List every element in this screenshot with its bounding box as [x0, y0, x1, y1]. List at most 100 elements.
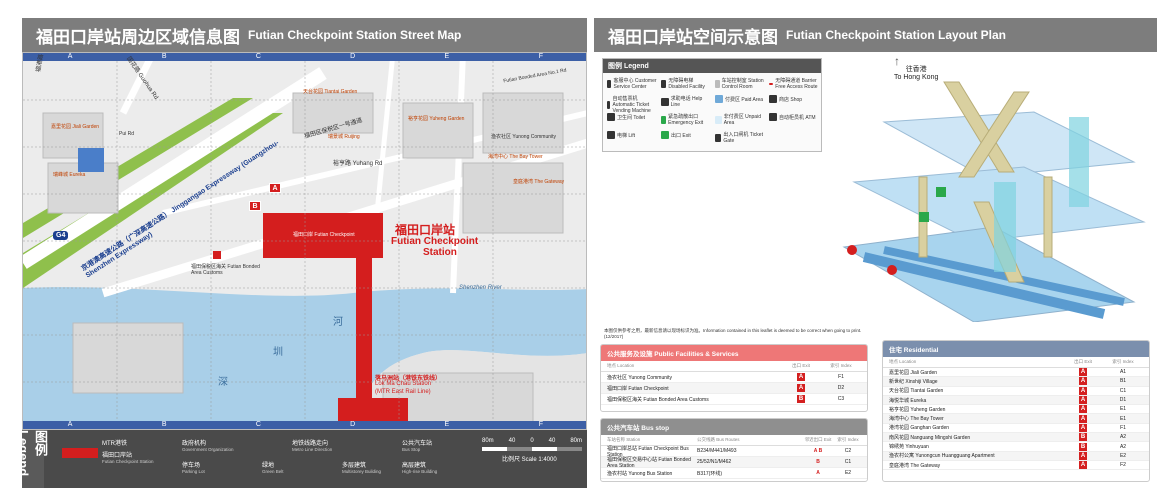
- exit-cell: A: [1063, 377, 1103, 386]
- index-cell: A2: [1119, 434, 1127, 441]
- layout-plan-title-en: Futian Checkpoint Station Layout Plan: [786, 28, 1007, 42]
- exit-badge: A: [1079, 386, 1087, 395]
- residential-name: 渔农村公寓 Yunongcun Huangguang Apartment: [889, 453, 995, 460]
- table-row[interactable]: 渔农社区 Yunong Community A F1: [601, 372, 867, 383]
- exit-cell: A: [1063, 368, 1103, 377]
- table-row[interactable]: 裕亨花园 Yuheng Garden A E1: [883, 405, 1149, 415]
- g4-shield: G4: [53, 231, 69, 240]
- table-row[interactable]: 海悦华城 Eureka A D1: [883, 395, 1149, 406]
- exit-cell: A: [1063, 461, 1103, 470]
- exit-cell: A: [1063, 386, 1103, 395]
- exit-a-badge[interactable]: A: [269, 183, 281, 193]
- exit-badge: A: [1079, 405, 1087, 414]
- legend-item: 无障碍通道 Barrier Free Access Route: [769, 77, 821, 90]
- exit-cell: A: [1063, 414, 1103, 423]
- exit-cell: A: [1063, 405, 1103, 414]
- shenzhen-river-label: Shenzhen River: [459, 285, 502, 291]
- legend-item: 付费区 Paid Area: [715, 95, 765, 103]
- scale-bar: [482, 447, 582, 451]
- table-header: 地点 Location 出口 Exit 索引 Index: [601, 361, 867, 372]
- exit-cell: B: [1063, 433, 1103, 442]
- eureka-label: 瑞峰城 Eureka: [53, 172, 86, 178]
- exit-badge: A: [1079, 368, 1087, 377]
- street-map-title-en: Futian Checkpoint Station Street Map: [248, 28, 462, 42]
- residential-name: 海悦华城 Eureka: [889, 397, 927, 404]
- exit-badge: B: [1079, 433, 1087, 442]
- lmc-station-en-1: Lok Ma Chau Station: [375, 381, 432, 387]
- layout-plan-header: 福田口岸站空间示意图 Futian Checkpoint Station Lay…: [594, 18, 1157, 52]
- govt-icon: [213, 251, 221, 259]
- residential-name: 港湾花园 Ganghan Garden: [889, 425, 950, 432]
- yuhang-rd-label: 裕亨路 Yuhang Rd: [333, 161, 383, 167]
- exit-cell: A: [1063, 423, 1103, 432]
- legend-item: 求助电话 Help Line: [661, 95, 711, 108]
- index-cell: A2: [1119, 443, 1127, 450]
- river-zh-3: 深: [218, 377, 228, 388]
- index-cell: E1: [1119, 415, 1127, 422]
- to-hong-kong-label: 往香港 To Hong Kong: [894, 66, 939, 81]
- river-zh-2: 圳: [273, 347, 283, 358]
- table-row[interactable]: 港湾花园 Ganghan Garden A F1: [883, 423, 1149, 434]
- table-row[interactable]: 福田保税区海关 Futian Bonded Area Customs B C3: [601, 394, 867, 405]
- exit-badge: B: [1079, 442, 1087, 451]
- river-zh-1: 河: [333, 317, 343, 328]
- legend-item: 自动柜员机 ATM: [769, 113, 819, 121]
- index-cell: C1: [1119, 387, 1127, 394]
- residential-title: 住宅 Residential: [883, 341, 1149, 357]
- residential-name: 嘉里花园 Jiali Garden: [889, 369, 938, 376]
- index-cell: A1: [1119, 369, 1127, 376]
- bus-stop-title: 公共汽车站 Bus stop: [601, 419, 867, 435]
- layout-legend-title: 图例 Legend: [603, 59, 821, 73]
- legend-item: 车站控制室 Station Control Room: [715, 77, 765, 90]
- public-facilities-table: 公共服务及设施 Public Facilities & Services 地点 …: [600, 344, 868, 412]
- table-row[interactable]: 福田口岸 Futian Checkpoint A D2: [601, 383, 867, 394]
- residential-name: 裕亨花园 Yuheng Garden: [889, 406, 946, 413]
- table-row[interactable]: 福田保税区交易中心站 Futian Bonded Area Station 25…: [601, 457, 867, 469]
- customs-label: 福田保税区海关 Futian Bonded Area Customs: [191, 264, 260, 276]
- legend-item: 非付费区 Unpaid Area: [715, 113, 765, 126]
- index-cell: B1: [1119, 378, 1127, 385]
- legend-item: 商店 Shop: [769, 95, 819, 103]
- exit-badge: A: [1079, 423, 1087, 432]
- lift-shaft: [1069, 117, 1089, 207]
- street-map-title-zh: 福田口岸站周边区域信息图: [36, 27, 240, 48]
- index-cell: F1: [1120, 424, 1126, 431]
- legend-mtr: MTR港铁: [102, 441, 127, 447]
- exit-badge: A: [1079, 377, 1087, 386]
- map-graphic: [23, 53, 586, 429]
- legend-item: 电梯 Lift: [607, 131, 657, 139]
- legend-item: 出入口闸机 Ticket Gate: [715, 131, 765, 144]
- table-row[interactable]: 嘉里花园 Jiali Garden A A1: [883, 368, 1149, 378]
- public-facilities-title: 公共服务及设施 Public Facilities & Services: [601, 345, 867, 361]
- exit-badge: A: [1079, 414, 1087, 423]
- disclaimer-note: 本图仅供参考之用，最新信息请以现场标识为准。Information contai…: [604, 328, 862, 339]
- exit-b-badge[interactable]: B: [249, 201, 261, 211]
- index-cell: D1: [1119, 397, 1127, 404]
- table-row[interactable]: 渔农村站 Yunong Bus Station B317(环线) A E2: [601, 468, 867, 479]
- bus-stop-table: 公共汽车站 Bus stop 车站名称 Station 公交线路 Bus Rou…: [600, 418, 868, 482]
- table-row[interactable]: 南风花园 Nanguang Mingshi Garden B A2: [883, 433, 1149, 443]
- gateway-label: 皇庭港湾 The Gateway: [513, 179, 565, 185]
- index-cell: E1: [1119, 406, 1127, 413]
- exit-badge: A: [1079, 396, 1087, 405]
- exit-cell: A: [1063, 396, 1103, 405]
- residential-name: 南风花园 Nanguang Mingshi Garden: [889, 434, 971, 441]
- scale-label: 比例尺 Scale 1:4000: [502, 457, 557, 463]
- table-row[interactable]: 福田口岸总站 Futian Checkpoint Bus Station B23…: [601, 446, 867, 458]
- exit-badge: A: [1079, 451, 1087, 460]
- station-name-zh: 福田口岸站: [395, 223, 456, 237]
